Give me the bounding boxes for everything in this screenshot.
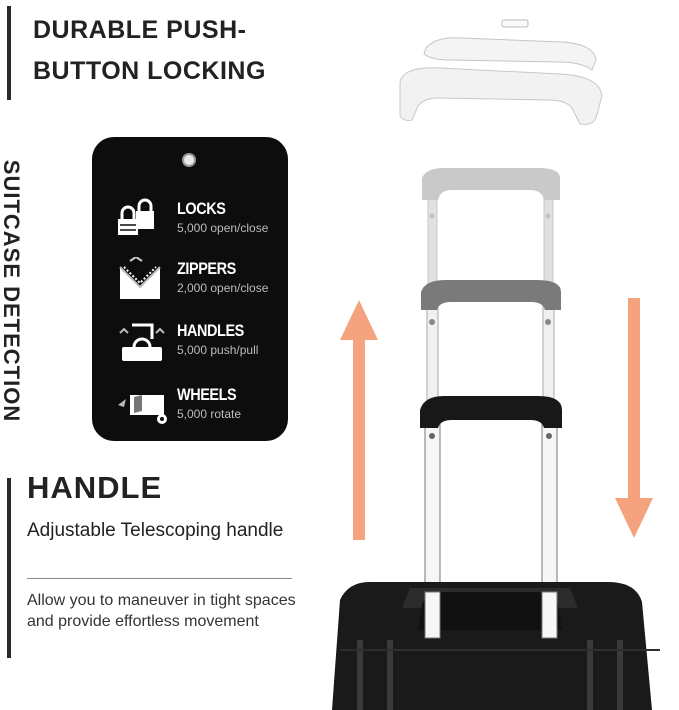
feature-sub: 5,000 open/close	[177, 221, 269, 235]
feature-zippers: ZIPPERS 2,000 open/close	[92, 255, 288, 310]
zipper-icon	[119, 257, 161, 299]
feature-sub: 5,000 rotate	[177, 407, 242, 421]
side-title-text: SUITCASE DETECTION	[0, 159, 24, 422]
suitcase-illustration	[332, 19, 660, 710]
padlock-icon	[118, 198, 154, 235]
headline-line-1: DURABLE PUSH-	[33, 16, 247, 44]
divider	[27, 578, 292, 579]
handle-title: HANDLE	[27, 470, 163, 505]
feature-title: WHEELS	[177, 385, 237, 404]
handle-description: Allow you to maneuver in tight spaces an…	[27, 592, 296, 630]
feature-handles: HANDLES 5,000 push/pull	[92, 317, 288, 372]
handle-stage-mid	[421, 280, 561, 453]
feature-title: LOCKS	[177, 199, 226, 218]
wheel-icon	[118, 395, 167, 424]
accent-bar-top	[7, 6, 11, 100]
headline: DURABLE PUSH- BUTTON LOCKING	[33, 10, 266, 92]
feature-sub: 2,000 open/close	[177, 281, 269, 295]
side-title: SUITCASE DETECTION	[0, 133, 26, 448]
handle-subtitle: Adjustable Telescoping handle	[27, 520, 284, 541]
arrow-up	[340, 300, 378, 540]
feature-locks: LOCKS 5,000 open/close	[92, 195, 288, 250]
exploded-handle-parts	[399, 19, 603, 125]
accent-bar-bottom	[7, 478, 11, 658]
suitcase-handle-icon	[119, 323, 165, 361]
durability-tag: LOCKS 5,000 open/close ZIPPERS 2,000 ope…	[92, 137, 288, 441]
suitcase-body	[332, 582, 660, 710]
feature-sub: 5,000 push/pull	[177, 343, 259, 357]
feature-title: HANDLES	[177, 321, 244, 340]
headline-line-2: BUTTON LOCKING	[33, 57, 266, 85]
tag-hole	[182, 153, 196, 167]
feature-title: ZIPPERS	[177, 259, 236, 278]
arrow-down	[615, 298, 653, 538]
feature-wheels: WHEELS 5,000 rotate	[92, 381, 288, 436]
